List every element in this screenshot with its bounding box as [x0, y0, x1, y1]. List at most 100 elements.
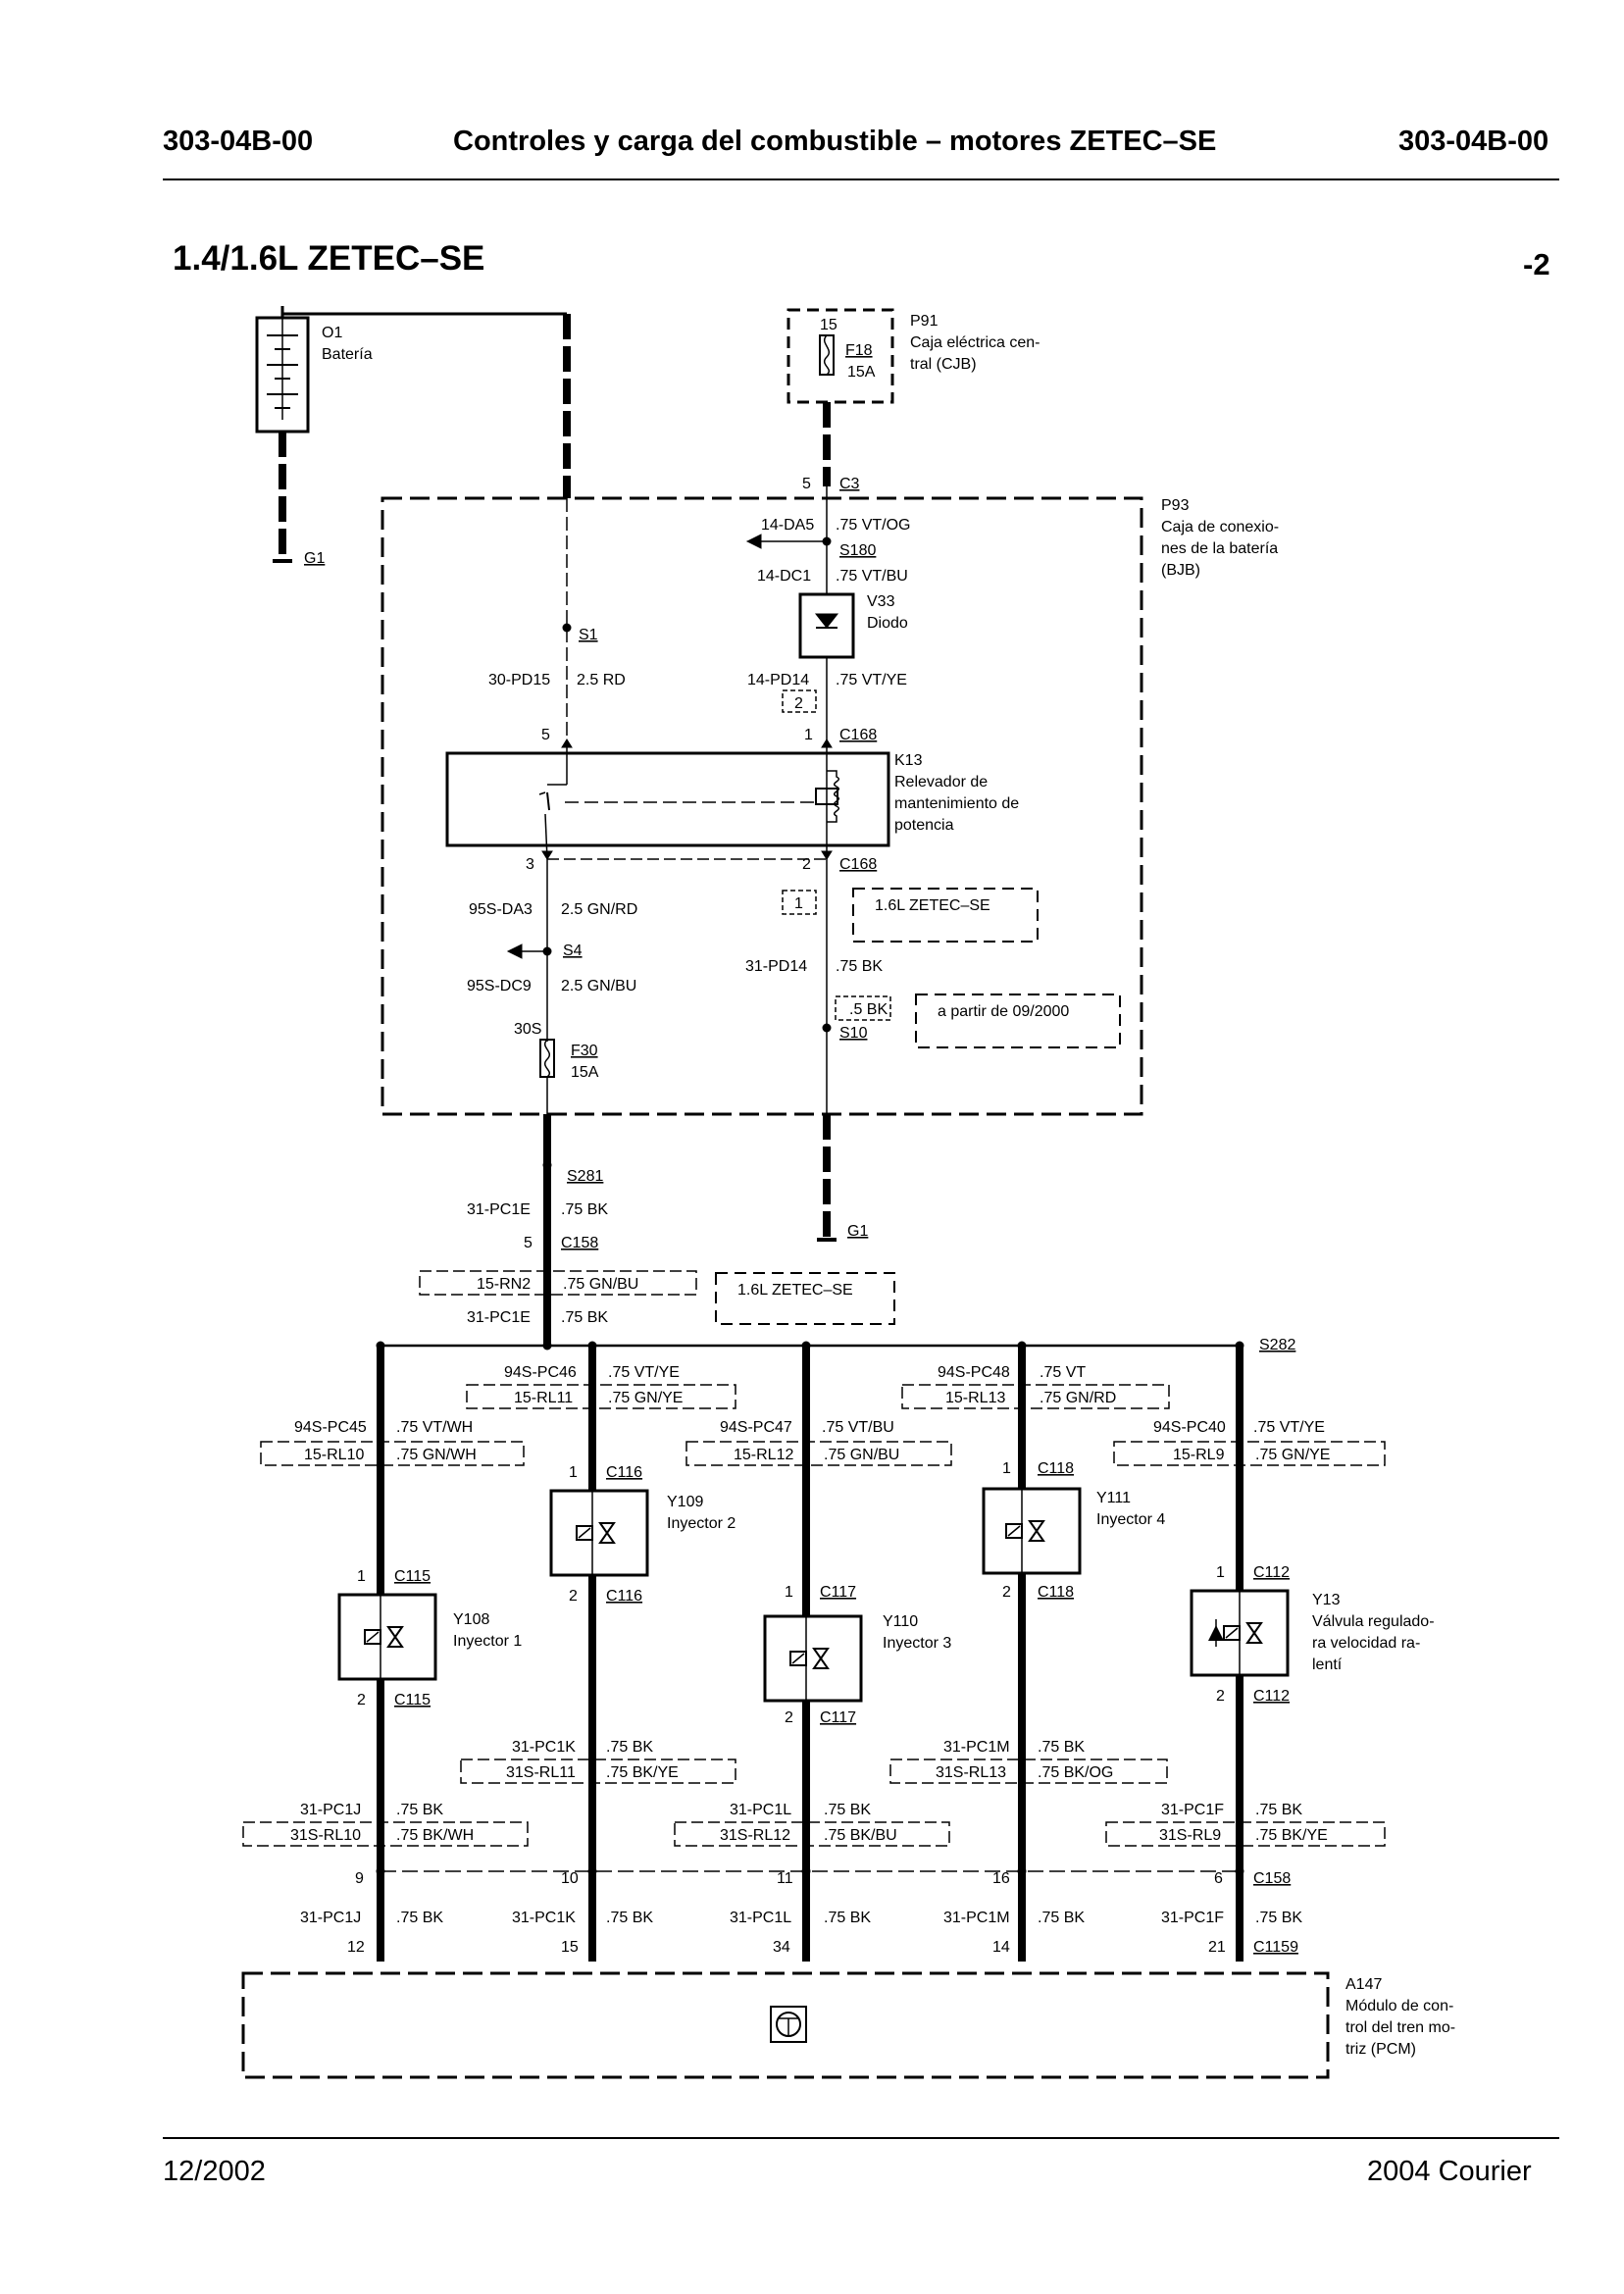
label-w94pc47g: .75 VT/BU — [822, 1419, 894, 1436]
splice-dot — [822, 536, 832, 546]
label-c117b: C117 — [820, 1709, 856, 1726]
svg-text:lentí: lentí — [1312, 1657, 1343, 1673]
label-w15rl13g: .75 GN/RD — [1040, 1390, 1116, 1406]
svg-text:triz (PCM): triz (PCM) — [1345, 2041, 1416, 2058]
pcm-label: A147 Módulo de con- trol del tren mo- tr… — [1345, 1976, 1455, 2058]
fuse-f30-name: F30 — [571, 1043, 598, 1059]
svg-text:Batería: Batería — [322, 346, 373, 363]
label-w94pc48g: .75 VT — [1040, 1364, 1086, 1381]
splice-dot — [1235, 1341, 1244, 1351]
label-k5: 5 — [541, 727, 550, 743]
label-w31pd14: 31-PD14 — [745, 958, 807, 975]
label-w31pc1e: 31-PC1E — [467, 1201, 531, 1218]
injector3-label: Y110 Inyector 3 — [883, 1613, 951, 1652]
splice-dot — [822, 1023, 832, 1033]
splice-dot — [542, 1341, 552, 1351]
label-w31pc1jg: .75 BK — [396, 1802, 443, 1818]
label-w95dc9: 95S-DC9 — [467, 978, 532, 994]
label-n21: 21 — [1208, 1939, 1226, 1956]
svg-text:Y111: Y111 — [1096, 1490, 1131, 1506]
svg-text:ra velocidad ra-: ra velocidad ra- — [1312, 1635, 1420, 1652]
svg-text:Y108: Y108 — [453, 1611, 489, 1628]
label-w94pc47: 94S-PC47 — [720, 1419, 792, 1436]
fuse-f18-pin: 15 — [820, 317, 837, 333]
fuse-f18-rating: 15A — [847, 364, 876, 381]
note-zetec-2: 1.6L ZETEC–SE — [737, 1282, 853, 1299]
relay-k13 — [445, 751, 890, 847]
splice-dot — [1235, 1866, 1244, 1876]
label-w14pd14g: .75 VT/YE — [836, 672, 907, 688]
note-zetec-1: 1.6L ZETEC–SE — [875, 897, 990, 914]
label-g1b: G1 — [847, 1223, 868, 1240]
svg-text:(BJB): (BJB) — [1161, 562, 1200, 579]
label-w31srl10g: .75 BK/WH — [396, 1827, 474, 1844]
header-code-right: 303-04B-00 — [1398, 126, 1549, 157]
label-s10: S10 — [839, 1025, 868, 1042]
label-w94pc48: 94S-PC48 — [938, 1364, 1010, 1381]
section-title: 1.4/1.6L ZETEC–SE — [173, 239, 485, 278]
page-number: -2 — [1523, 247, 1550, 281]
label-n6: 6 — [1214, 1870, 1223, 1887]
label-w31pc1kg: .75 BK — [606, 1739, 653, 1756]
injector-icon — [1005, 1520, 1045, 1542]
idle-valve-label: Y13 Válvula regulado- ra velocidad ra- l… — [1312, 1592, 1435, 1673]
label-n12: 12 — [347, 1939, 365, 1956]
pcm-icon — [770, 2006, 807, 2043]
label-p115a: 1 — [357, 1568, 366, 1585]
note-from-date: a partir de 09/2000 — [938, 1003, 1069, 1020]
svg-text:Inyector 3: Inyector 3 — [883, 1635, 951, 1652]
header-title: Controles y carga del combustible – moto… — [453, 126, 1217, 157]
ground-label-1: G1 — [304, 550, 325, 567]
fuse-f18-name: F18 — [845, 342, 873, 359]
injector-icon — [789, 1648, 830, 1669]
injector4-label: Y111 Inyector 4 — [1096, 1490, 1165, 1528]
svg-text:O1: O1 — [322, 325, 342, 341]
label-c118a: C118 — [1038, 1460, 1074, 1477]
label-w30pd15g: 2.5 RD — [577, 672, 626, 688]
label-w14da5: 14-DA5 — [761, 517, 814, 534]
label-x1f: 31-PC1F — [1161, 1910, 1224, 1926]
label-s1: S1 — [579, 627, 598, 643]
svg-text:Inyector 4: Inyector 4 — [1096, 1511, 1165, 1528]
bjb-label: P93 Caja de conexio- nes de la batería (… — [1161, 497, 1279, 579]
label-p112b: 2 — [1216, 1688, 1225, 1705]
svg-text:A147: A147 — [1345, 1976, 1382, 1993]
splice-dot — [1017, 1866, 1027, 1876]
label-w31srl12: 31S-RL12 — [720, 1827, 790, 1844]
footer-model: 2004 Courier — [1367, 2156, 1532, 2187]
label-c116a: C116 — [606, 1464, 642, 1481]
label-c1159: C1159 — [1253, 1939, 1298, 1956]
label-s180: S180 — [839, 542, 876, 559]
label-w94pc45: 94S-PC45 — [294, 1419, 367, 1436]
splice-dot — [542, 1160, 552, 1170]
label-w15rl9g: .75 GN/YE — [1255, 1447, 1330, 1463]
svg-text:Caja de conexio-: Caja de conexio- — [1161, 519, 1279, 535]
label-p118a: 1 — [1002, 1460, 1011, 1477]
header-code-left: 303-04B-00 — [163, 126, 314, 157]
label-p117a: 1 — [785, 1584, 793, 1601]
label-w15rl13: 15-RL13 — [945, 1390, 1005, 1406]
label-c112b: C112 — [1253, 1688, 1290, 1705]
label-c116b: C116 — [606, 1588, 642, 1605]
label-w95da3g: 2.5 GN/RD — [561, 901, 637, 918]
label-w95da3: 95S-DA3 — [469, 901, 533, 918]
splice-dot — [376, 1341, 385, 1351]
label-w31pc1lg: .75 BK — [824, 1802, 871, 1818]
label-w14dc1: 14-DC1 — [757, 568, 811, 585]
label-w31pc1f: 31-PC1F — [1161, 1802, 1224, 1818]
label-p116a: 1 — [569, 1464, 578, 1481]
injector-icon — [364, 1626, 404, 1648]
battery-label: O1 Batería — [322, 325, 373, 363]
svg-text:Inyector 2: Inyector 2 — [667, 1515, 736, 1532]
svg-text:Válvula regulado-: Válvula regulado- — [1312, 1613, 1435, 1630]
splice-dot — [562, 623, 572, 633]
label-p118b: 2 — [1002, 1584, 1011, 1601]
label-n15: 15 — [561, 1939, 579, 1956]
label-c117a: C117 — [820, 1584, 856, 1601]
label-w15rl11: 15-RL11 — [514, 1390, 573, 1406]
svg-text:P93: P93 — [1161, 497, 1190, 514]
label-w95dc9g: 2.5 GN/BU — [561, 978, 636, 994]
label-k1: 1 — [804, 727, 813, 743]
label-c158b: C158 — [1253, 1870, 1291, 1887]
